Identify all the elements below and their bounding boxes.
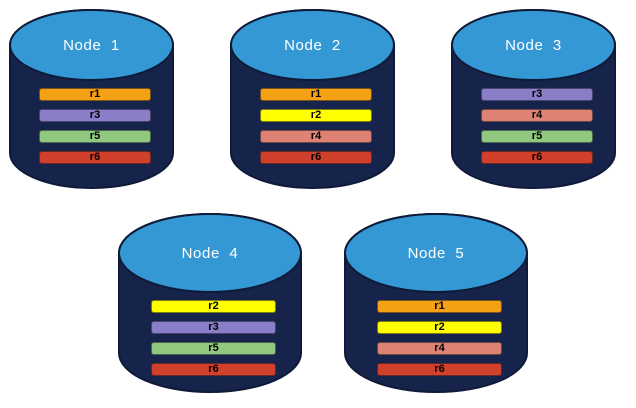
replica-label: r4 xyxy=(434,342,445,354)
replica-bar[interactable]: r3 xyxy=(481,88,593,101)
replica-label: r2 xyxy=(208,300,219,312)
replica-list: r2 r3 r5 r6 xyxy=(119,300,301,376)
replica-bar[interactable]: r1 xyxy=(260,88,372,101)
replica-label: r6 xyxy=(310,151,322,163)
replica-bar[interactable]: r2 xyxy=(377,321,502,334)
replica-list: r1 r2 r4 r6 xyxy=(231,88,394,164)
replica-label: r6 xyxy=(89,151,101,163)
replica-label: r1 xyxy=(434,300,445,312)
replica-label: r3 xyxy=(208,321,219,333)
cylinder-top-ellipse xyxy=(118,213,302,293)
replica-label: r1 xyxy=(89,88,101,100)
replica-list: r1 r2 r4 r6 xyxy=(345,300,527,376)
replica-label: r3 xyxy=(89,109,101,121)
replica-bar[interactable]: r3 xyxy=(151,321,276,334)
replica-bar[interactable]: r4 xyxy=(377,342,502,355)
replica-bar[interactable]: r5 xyxy=(481,130,593,143)
replica-bar[interactable]: r1 xyxy=(377,300,502,313)
replica-bar[interactable]: r6 xyxy=(39,151,151,164)
replica-bar[interactable]: r6 xyxy=(151,363,276,376)
replica-bar[interactable]: r3 xyxy=(39,109,151,122)
replica-label: r5 xyxy=(208,342,219,354)
cylinder-top-ellipse xyxy=(344,213,528,293)
replica-label: r4 xyxy=(531,109,543,121)
replica-bar[interactable]: r6 xyxy=(481,151,593,164)
replica-list: r3 r4 r5 r6 xyxy=(452,88,615,164)
replica-label: r2 xyxy=(310,109,322,121)
replica-bar[interactable]: r6 xyxy=(377,363,502,376)
replica-bar[interactable]: r2 xyxy=(260,109,372,122)
replica-label: r6 xyxy=(208,363,219,375)
replica-label: r1 xyxy=(310,88,322,100)
replica-label: r5 xyxy=(531,130,543,142)
replica-bar[interactable]: r4 xyxy=(260,130,372,143)
cylinder-top-ellipse xyxy=(451,9,616,81)
cylinder-top-ellipse xyxy=(9,9,174,81)
replica-label: r6 xyxy=(531,151,543,163)
replica-bar[interactable]: r1 xyxy=(39,88,151,101)
replica-list: r1 r3 r5 r6 xyxy=(10,88,173,164)
cylinder-top-ellipse xyxy=(230,9,395,81)
replica-bar[interactable]: r5 xyxy=(39,130,151,143)
replica-bar[interactable]: r5 xyxy=(151,342,276,355)
replica-label: r2 xyxy=(434,321,445,333)
replica-label: r3 xyxy=(531,88,543,100)
replica-label: r6 xyxy=(434,363,445,375)
replica-bar[interactable]: r6 xyxy=(260,151,372,164)
replica-bar[interactable]: r4 xyxy=(481,109,593,122)
replica-bar[interactable]: r2 xyxy=(151,300,276,313)
replica-label: r5 xyxy=(89,130,101,142)
replica-label: r4 xyxy=(310,130,322,142)
